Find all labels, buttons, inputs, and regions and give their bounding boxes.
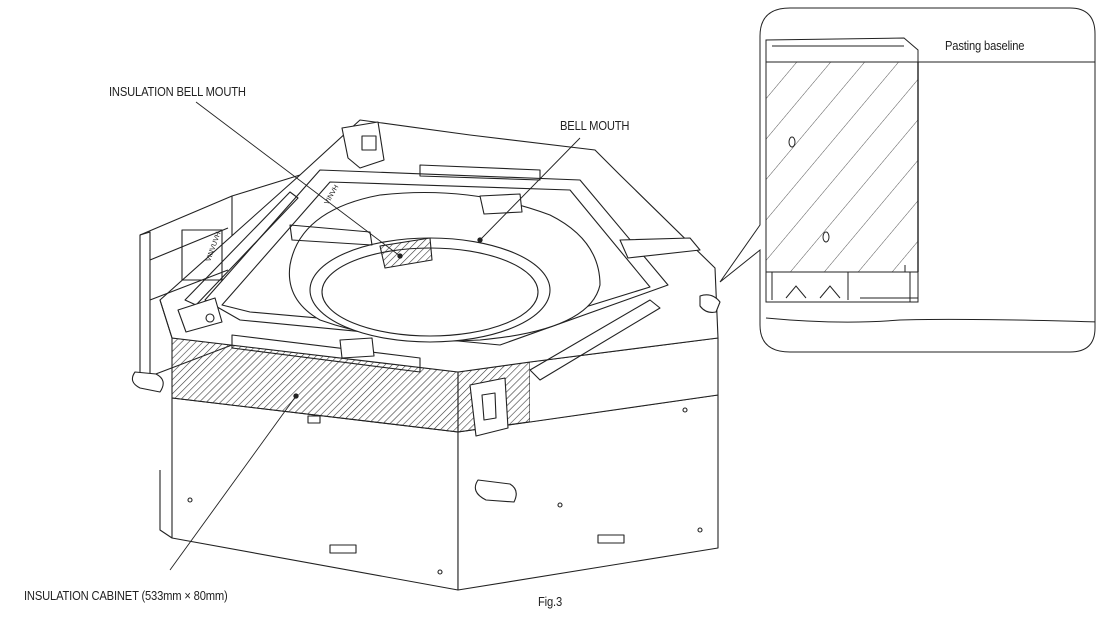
- figure-caption: Fig.3: [538, 594, 562, 609]
- unit-body: VINVUVH VINVH: [131, 119, 721, 591]
- label-insulation-cabinet: INSULATION CABINET (533mm × 80mm): [24, 588, 228, 603]
- leader-lines: [169, 101, 581, 571]
- pasting-detail-callout: [719, 7, 1096, 353]
- label-pasting-baseline: Pasting baseline: [945, 38, 1025, 53]
- label-insulation-bell-mouth: INSULATION BELL MOUTH: [109, 84, 246, 99]
- insulation-bell-mouth-patch: [379, 237, 433, 269]
- label-bell-mouth: BELL MOUTH: [560, 118, 630, 133]
